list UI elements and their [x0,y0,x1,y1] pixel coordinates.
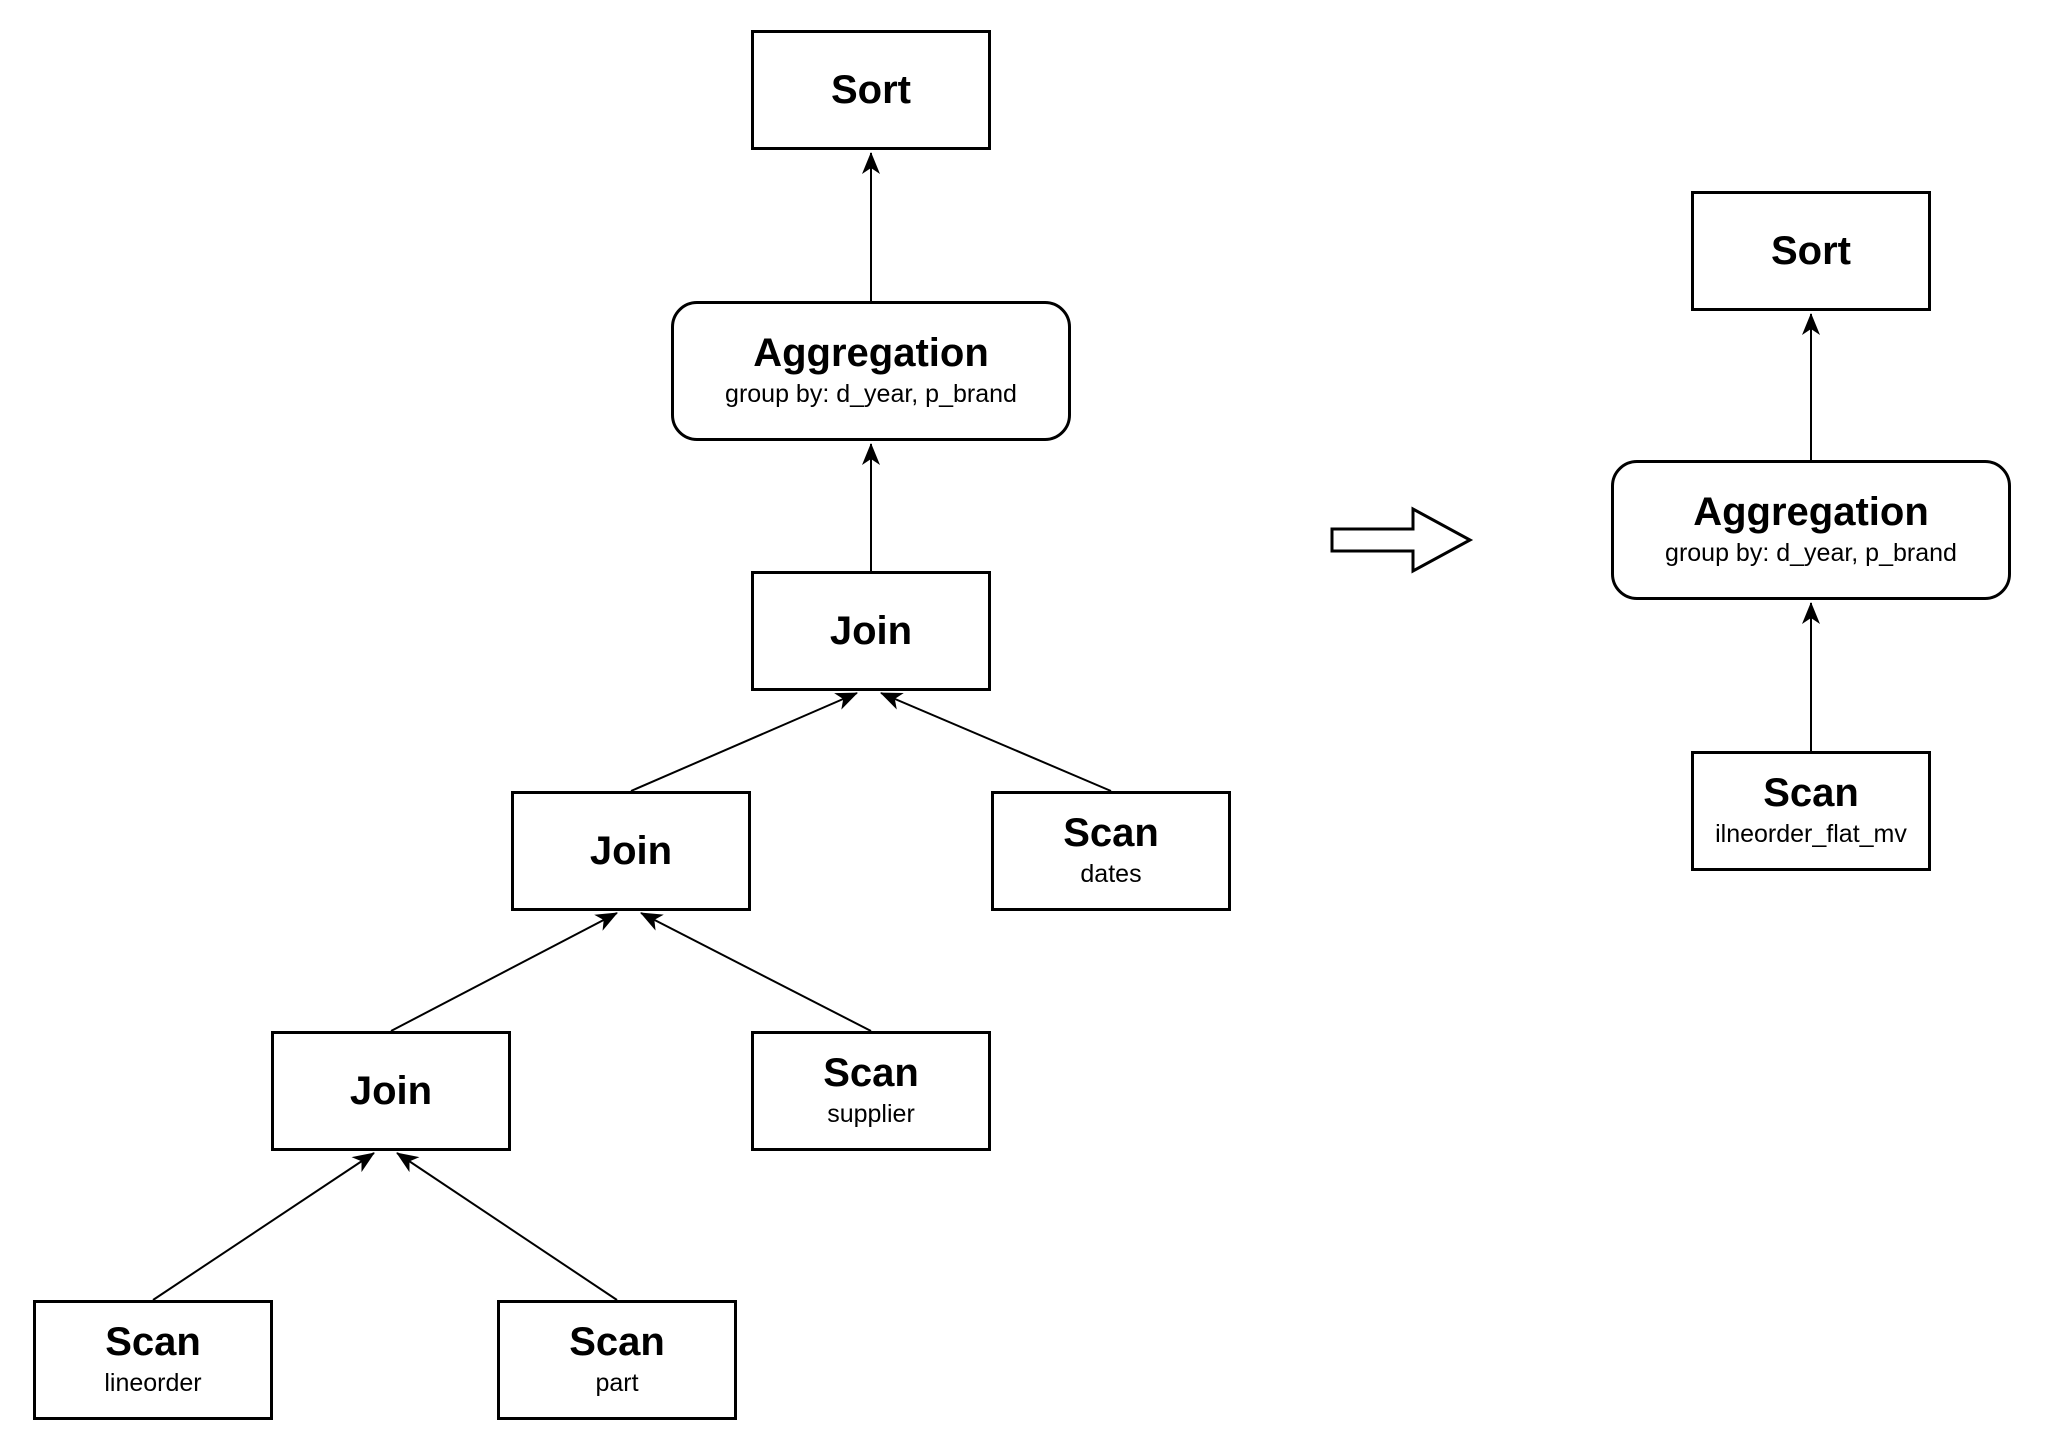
node-left-join-bottom: Join [271,1031,511,1151]
node-label: Aggregation [1693,490,1929,535]
node-label: Sort [1771,228,1851,273]
node-label: Aggregation [753,331,989,376]
node-label: Sort [831,67,911,112]
node-label: Scan [105,1320,201,1365]
node-label: Join [589,828,673,873]
node-left-sort: Sort [751,30,991,150]
node-label: Scan [1063,811,1159,856]
node-left-scan-dates: Scan dates [991,791,1231,911]
node-left-join-top: Join [751,571,991,691]
node-detail: lineorder [104,1369,202,1398]
node-right-scan-mv: Scan ilneorder_flat_mv [1691,751,1931,871]
node-left-aggregation: Aggregation group by: d_year, p_brand [671,301,1071,441]
block-arrow-right-icon [1330,506,1474,574]
edge-scan-lineorder-to-join-bottom [152,1152,375,1301]
node-detail: part [595,1369,639,1398]
node-left-join-mid: Join [511,791,751,911]
node-detail: dates [1080,860,1142,889]
node-right-sort: Sort [1691,191,1931,311]
node-left-scan-lineorder: Scan lineorder [33,1300,273,1420]
node-detail: supplier [827,1100,915,1129]
edge-join-mid-to-join-top [630,692,858,792]
node-label: Join [349,1068,433,1113]
edge-scan-part-to-join-bottom [396,1152,618,1301]
edge-scan-dates-to-join-top [880,692,1112,792]
node-label: Scan [1763,771,1859,816]
node-left-scan-supplier: Scan supplier [751,1031,991,1151]
edge-scan-supplier-to-join-mid [640,912,872,1032]
node-detail: group by: d_year, p_brand [1665,539,1957,568]
node-label: Scan [823,1051,919,1096]
edge-join-bottom-to-join-mid [390,912,618,1032]
node-left-scan-part: Scan part [497,1300,737,1420]
node-right-aggregation: Aggregation group by: d_year, p_brand [1611,460,2011,600]
node-detail: group by: d_year, p_brand [725,380,1017,409]
node-detail: ilneorder_flat_mv [1715,820,1907,849]
node-label: Scan [569,1320,665,1365]
node-label: Join [829,608,913,653]
